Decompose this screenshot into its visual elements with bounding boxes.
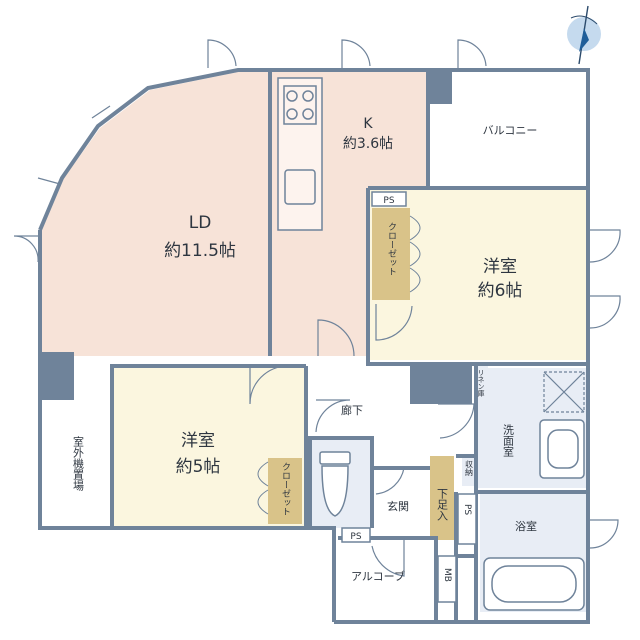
ps-3-label: PS [462,504,472,515]
closet-1-label: クローゼット [386,222,397,276]
labels: LD 約11.5帖 K 約3.6帖 バルコニー 洋室 約6帖 洋室 約5帖 クロ… [72,116,538,583]
window-9 [37,177,61,185]
door-western-2 [249,365,289,405]
door-washroom [438,403,475,439]
stove-icon [283,85,317,125]
door-entrance [371,538,405,577]
storage-fill [462,456,476,486]
door-ld [317,319,355,357]
western-1-size: 約6帖 [478,281,523,301]
shoe-cabinet-fill [430,456,454,540]
ps-box-2 [341,527,371,543]
linen-label: リネン庫 [477,369,485,398]
ld-name: LD [189,213,212,233]
ld-fill [42,72,426,356]
window-door-3 [457,39,487,68]
western-2-name: 洋室 [181,431,215,451]
washroom-label: 洗面室 [502,424,515,457]
column-center [410,364,472,404]
window-door-5 [589,295,621,329]
closet-2-doors [257,461,269,515]
column-left [40,352,74,400]
storage-label: 収納 [465,459,474,477]
bathroom-label: 浴室 [515,519,537,533]
door-corridor [315,399,351,433]
ld-size: 約11.5帖 [164,241,236,261]
outdoor-unit-label: 室外機置場 [72,435,85,492]
closet-2-label: クローゼット [280,462,291,516]
closet-2-fill [268,458,302,524]
window-8 [91,105,111,119]
toilet-icon [319,451,351,517]
window-door-6 [589,519,619,549]
washer-icon [543,371,585,413]
ps-2-label: PS [350,532,361,542]
alcove-label: アルコーブ [351,569,405,583]
corridor-label: 廊下 [341,403,363,417]
window-door-7 [13,235,39,263]
columns [40,72,472,404]
washbasin-icon [539,419,585,479]
room-fills [42,72,588,612]
balcony-label: バルコニー [483,124,538,137]
shoe-cabinet-label: 下足入 [436,488,449,521]
kitchen-name: K [363,116,373,132]
mb-label: MB [442,568,452,582]
kitchen-counter [277,77,323,231]
western-2-size: 約5帖 [176,457,221,477]
closet-1-doors [409,215,421,293]
compass-icon [567,5,601,65]
column-top-right [428,72,452,104]
entrance-label: 玄関 [387,499,409,513]
door-toilet [372,467,405,495]
door-western-1 [375,304,413,341]
sink-icon [284,169,316,205]
window-door-4 [589,229,621,263]
ps-box-3 [457,493,477,545]
ps-1-label: PS [383,196,394,206]
closet-1-fill [372,208,410,300]
mb-box [437,555,457,603]
kitchen-size: 約3.6帖 [343,136,393,152]
ps-box-1 [371,191,407,207]
window-door-1 [207,39,237,68]
window-door-2 [341,39,371,68]
bathtub-icon [483,557,585,611]
doors [13,39,621,577]
western-1-name: 洋室 [483,257,517,277]
